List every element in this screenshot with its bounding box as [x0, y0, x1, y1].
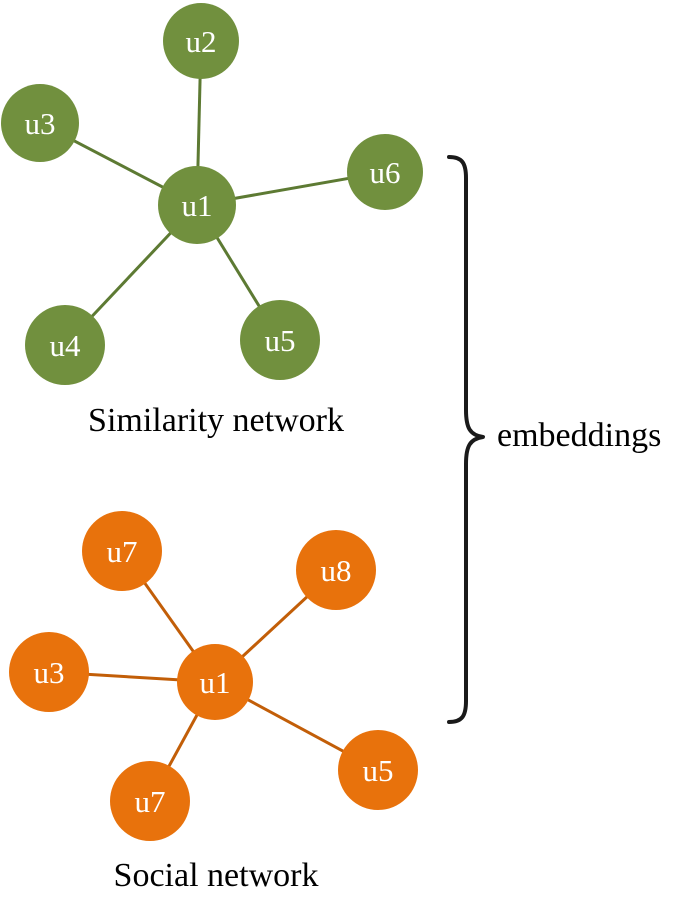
- node-social-u8: u8: [296, 530, 376, 610]
- node-similarity-u5: u5: [240, 300, 320, 380]
- node-similarity-u1: u1: [158, 166, 236, 244]
- node-social-u3: u3: [9, 632, 89, 712]
- node-similarity-u4: u4: [25, 305, 105, 385]
- node-similarity-u2: u2: [163, 3, 239, 79]
- curly-brace: [447, 155, 485, 724]
- node-social-u7b: u7: [110, 761, 190, 841]
- node-social-u1: u1: [177, 644, 253, 720]
- embeddings-label: embeddings: [497, 417, 662, 454]
- node-similarity-u3: u3: [1, 84, 79, 162]
- node-similarity-u6: u6: [347, 134, 423, 210]
- node-social-u7a: u7: [82, 511, 162, 591]
- similarity-network-caption: Similarity network: [88, 402, 344, 439]
- node-social-u5: u5: [338, 730, 418, 810]
- social-network-caption: Social network: [113, 857, 319, 894]
